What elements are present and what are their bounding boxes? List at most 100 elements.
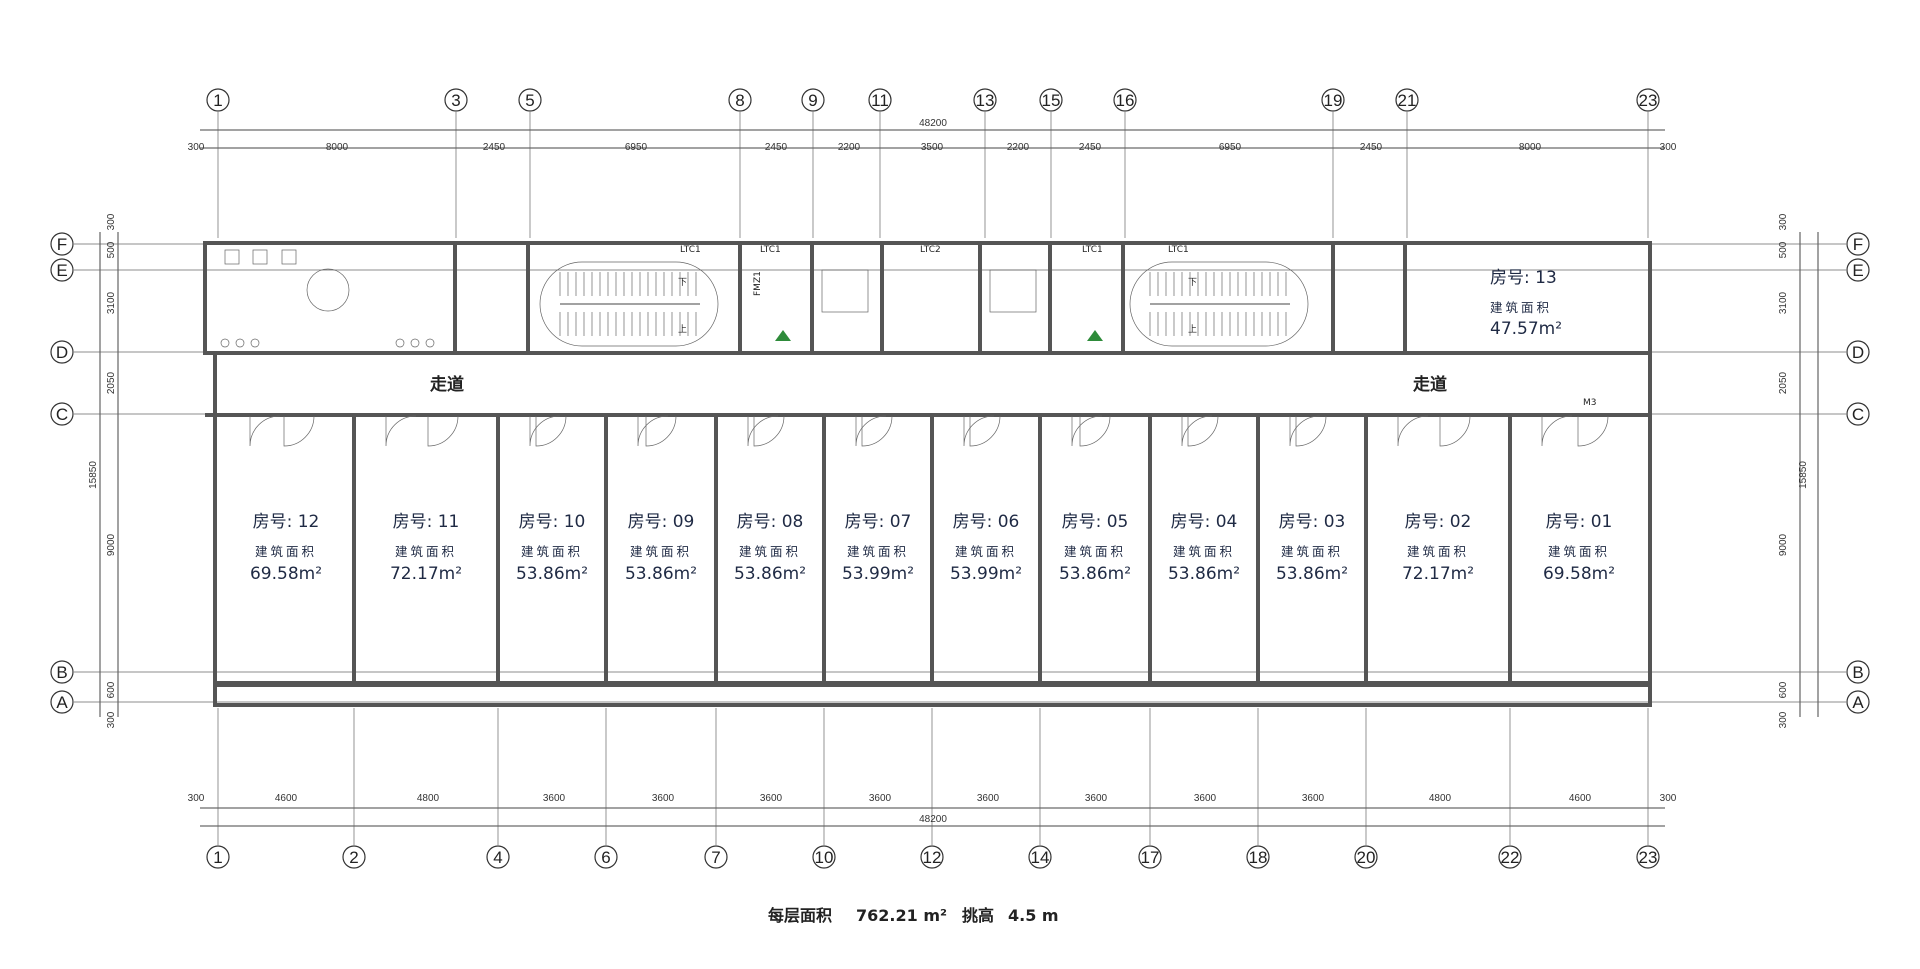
- room-number: 房号: 09: [628, 512, 695, 532]
- axis-label: 1: [213, 91, 222, 110]
- room-13: 房号: 13 建筑面积 47.57m²: [1490, 268, 1562, 339]
- axis-bubble: [1846, 690, 1870, 714]
- room-number: 房号: 02: [1405, 512, 1472, 532]
- axis-bubble: [812, 845, 836, 869]
- bottom-axis-marker: 2: [342, 845, 366, 869]
- axis-bubble: [1846, 660, 1870, 684]
- axis-label: 7: [711, 848, 720, 867]
- room-number: 房号: 01: [1546, 512, 1613, 532]
- bottom-axis-marker: 4: [486, 845, 510, 869]
- axis-label: A: [56, 693, 68, 712]
- axis-label: 21: [1398, 91, 1417, 110]
- axis-label: 20: [1357, 848, 1376, 867]
- top-dimension: 2450: [483, 142, 506, 153]
- left-row-marker: D: [50, 340, 74, 364]
- axis-label: E: [1852, 261, 1863, 280]
- room-area-caption: 建筑面积: [630, 544, 692, 559]
- right-row-marker: B: [1846, 660, 1870, 684]
- axis-bubble: [50, 690, 74, 714]
- room-area-caption: 建筑面积: [1490, 300, 1552, 315]
- axis-bubble: [1138, 845, 1162, 869]
- axis-bubble: [1846, 402, 1870, 426]
- stair-down-label: 下: [678, 278, 687, 288]
- axis-label: D: [56, 343, 68, 362]
- axis-bubble: [1354, 845, 1378, 869]
- door-swing-icon: [535, 415, 567, 447]
- bottom-dimension: 300: [1660, 793, 1677, 804]
- door-swing-icon: [1187, 415, 1219, 447]
- ceiling-height-value: 4.5 m: [1008, 906, 1059, 925]
- restroom: [220, 249, 435, 348]
- axis-bubble: [50, 340, 74, 364]
- axis-bubble: [50, 258, 74, 282]
- left-dimension: 500: [106, 241, 117, 258]
- axis-bubble: [50, 232, 74, 256]
- room-area: 53.99m²: [950, 564, 1022, 584]
- building-walls: [203, 241, 1652, 707]
- ceiling-height-label: 挑高: [962, 906, 994, 925]
- window-tag: LTC1: [760, 245, 781, 255]
- axis-label: 1: [213, 848, 222, 867]
- bottom-axis-marker: 6: [594, 845, 618, 869]
- bottom-axis-marker: 23: [1636, 845, 1660, 869]
- axis-label: 6: [601, 848, 610, 867]
- stair-up-label: 上: [678, 324, 687, 335]
- door-swing-icon: [1577, 415, 1609, 447]
- bottom-axis-marker: 12: [920, 845, 944, 869]
- bottom-dimension: 4600: [1569, 793, 1592, 804]
- corridor-label: 走道: [430, 374, 464, 395]
- left-dimension: 300: [106, 711, 117, 728]
- right-dimension: 9000: [1778, 533, 1789, 556]
- top-dimension: 2450: [1360, 142, 1383, 153]
- door-swing-icon: [637, 415, 669, 447]
- room-area: 53.86m²: [734, 564, 806, 584]
- axis-label: C: [1852, 405, 1864, 424]
- stair-up-label: 上: [1188, 324, 1197, 335]
- room-area-caption: 建筑面积: [739, 544, 801, 559]
- axis-label: 3: [451, 91, 460, 110]
- elevator-up-icon: [1087, 330, 1103, 341]
- floor-area-value: 762.21 m²: [856, 906, 947, 925]
- axis-label: 10: [815, 848, 834, 867]
- top-axis-marker: 9: [801, 88, 825, 112]
- room-number: 房号: 12: [253, 512, 320, 532]
- room-area: 53.86m²: [1168, 564, 1240, 584]
- axis-label: 17: [1141, 848, 1160, 867]
- elevators: [775, 269, 1103, 341]
- bottom-axis-marker: 20: [1354, 845, 1378, 869]
- floor-summary: 每层面积 762.21 m² 挑高 4.5 m: [768, 906, 1059, 925]
- door-swing-icon: [529, 415, 561, 447]
- bottom-total-dimension: 48200: [919, 814, 947, 825]
- top-dimension: 2450: [1079, 142, 1102, 153]
- room-area-caption: 建筑面积: [521, 544, 583, 559]
- room-number: 房号: 06: [953, 512, 1020, 532]
- top-dimension: 2450: [765, 142, 788, 153]
- side-total-dimension: 15850: [1798, 461, 1809, 489]
- axis-label: 23: [1639, 91, 1658, 110]
- bottom-dimension: 3600: [1085, 793, 1108, 804]
- bottom-dimension: 3600: [543, 793, 566, 804]
- axis-bubble: [1846, 340, 1870, 364]
- door-swing-icon: [1439, 415, 1471, 447]
- axis-bubble: [518, 88, 542, 112]
- axis-label: 15: [1042, 91, 1061, 110]
- left-row-marker: F: [50, 232, 74, 256]
- room-area: 53.86m²: [516, 564, 588, 584]
- axis-bubble: [1846, 258, 1870, 282]
- top-axis-marker: 21: [1395, 88, 1419, 112]
- top-dimension: 8000: [1519, 142, 1542, 153]
- axis-bubble: [444, 88, 468, 112]
- window-tag: LTC2: [920, 245, 941, 255]
- axis-bubble: [50, 402, 74, 426]
- room-area: 72.17m²: [1402, 564, 1474, 584]
- room-area: 72.17m²: [390, 564, 462, 584]
- top-axis-marker: 15: [1039, 88, 1063, 112]
- right-row-marker: E: [1846, 258, 1870, 282]
